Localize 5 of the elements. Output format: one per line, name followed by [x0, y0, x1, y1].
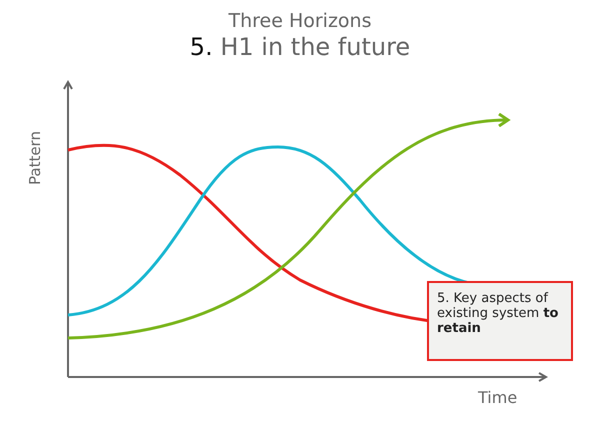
axis-label: Pattern	[26, 131, 44, 185]
title: Three Horizons	[227, 10, 372, 32]
subtitle: 5. H1 in the future	[188, 33, 412, 61]
callout-box: 5. Key aspects of existing system to retain	[427, 281, 573, 361]
axis-label: Time	[478, 388, 518, 407]
